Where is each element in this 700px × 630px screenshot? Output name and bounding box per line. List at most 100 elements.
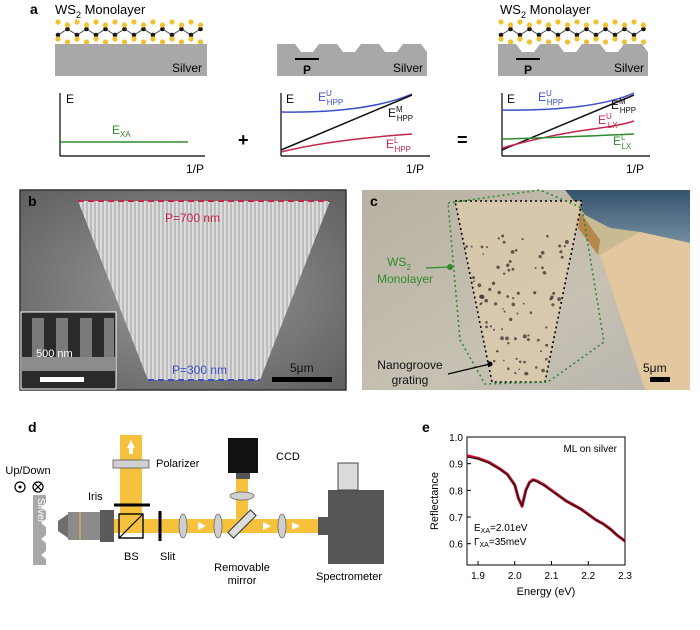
particle (551, 303, 555, 307)
data-point (466, 455, 468, 457)
particle (502, 308, 505, 310)
x-tick-label: 2.1 (545, 571, 559, 582)
particle (482, 253, 485, 255)
s-atom-bottom (64, 39, 71, 45)
s-atom-bottom (197, 39, 204, 45)
data-point (550, 490, 553, 492)
beam-horizontal (60, 519, 322, 533)
hpp-middle-line-3 (501, 94, 635, 151)
particle (485, 325, 488, 329)
particle (516, 312, 519, 315)
data-point (466, 456, 468, 458)
particle (479, 294, 484, 299)
s-atom-top (159, 22, 166, 28)
nanogroove-trapezoid (78, 201, 330, 380)
particle (523, 360, 526, 364)
series-fit (466, 456, 626, 542)
s-atom-bottom (140, 39, 147, 45)
particle (480, 245, 484, 249)
data-point (617, 535, 619, 537)
s-atom-bottom (526, 39, 533, 45)
panel-label-c: c (370, 193, 378, 209)
particle (488, 287, 492, 292)
data-point (521, 505, 523, 507)
s-atom-bottom (621, 39, 628, 45)
updown-label: Up/Down (5, 465, 50, 477)
data-point (565, 500, 567, 502)
data-point (517, 497, 520, 499)
period-label-middle: P (303, 63, 311, 77)
particle (473, 280, 475, 283)
y-axis-label: Reflectance (429, 472, 441, 530)
plus-sign: + (238, 130, 249, 150)
s-atom-bottom (583, 39, 590, 45)
s-atom-top (555, 19, 561, 25)
particle (552, 291, 556, 295)
s-atom-top (507, 22, 514, 28)
particle (538, 255, 542, 259)
silver-label-right: Silver (614, 61, 644, 75)
particle (486, 246, 489, 249)
out-of-plane-icon (14, 481, 26, 493)
particle (533, 291, 537, 295)
s-atom-top (188, 19, 194, 25)
s-atom-bottom (55, 36, 61, 42)
sample-silver-label: Silver (35, 498, 46, 524)
particle (513, 337, 517, 341)
particle (496, 350, 499, 353)
particle (465, 245, 468, 248)
scale-label-b: 5μm (290, 361, 314, 375)
s-atom-bottom (150, 36, 156, 42)
monolayer-label-2: Monolayer (377, 272, 433, 286)
lens-ccd (229, 491, 255, 501)
iris-label: Iris (88, 491, 103, 503)
particle (503, 272, 506, 275)
lx-upper-curve (501, 120, 635, 149)
s-atom-top (83, 22, 90, 28)
particle (514, 249, 518, 252)
particle (492, 359, 496, 363)
exa-label: EXA (112, 123, 131, 139)
spectrometer-port (318, 517, 328, 535)
s-atom-top (631, 19, 637, 25)
particle (492, 328, 495, 331)
s-atom-bottom (574, 36, 580, 42)
s-atom-top (536, 19, 542, 25)
particle (550, 295, 554, 299)
y-tick-label: 1.0 (449, 433, 463, 444)
scale-bar-c (650, 377, 670, 382)
y-ticks: 0.60.70.80.91.0 (449, 433, 471, 551)
s-atom-top (93, 19, 99, 25)
x-tick-label: 1.9 (471, 571, 485, 582)
polarizer-label: Polarizer (156, 458, 200, 470)
particle (522, 302, 525, 305)
particle (472, 276, 475, 280)
s-atom-top (112, 19, 118, 25)
particle (541, 266, 544, 269)
particle (502, 240, 506, 244)
particle (485, 321, 488, 324)
s-atom-top (640, 22, 647, 28)
particle (515, 357, 518, 360)
particle (489, 325, 492, 328)
s-atom-bottom (545, 39, 552, 45)
s-atom-top (121, 22, 128, 28)
s-atom-top (583, 22, 590, 28)
s-atom-top (602, 22, 609, 28)
data-point (499, 468, 501, 471)
data-point (609, 528, 611, 530)
s-atom-top (612, 19, 618, 25)
particle (541, 368, 545, 373)
plot-frame (466, 436, 626, 566)
data-point (514, 484, 516, 487)
data-point (624, 540, 626, 542)
data-point (543, 484, 545, 487)
data-point (525, 490, 527, 492)
inset-scale-bar (40, 377, 84, 382)
optical-setup: Silver Up/Down Polarizer Iris BS Slit (5, 435, 384, 587)
